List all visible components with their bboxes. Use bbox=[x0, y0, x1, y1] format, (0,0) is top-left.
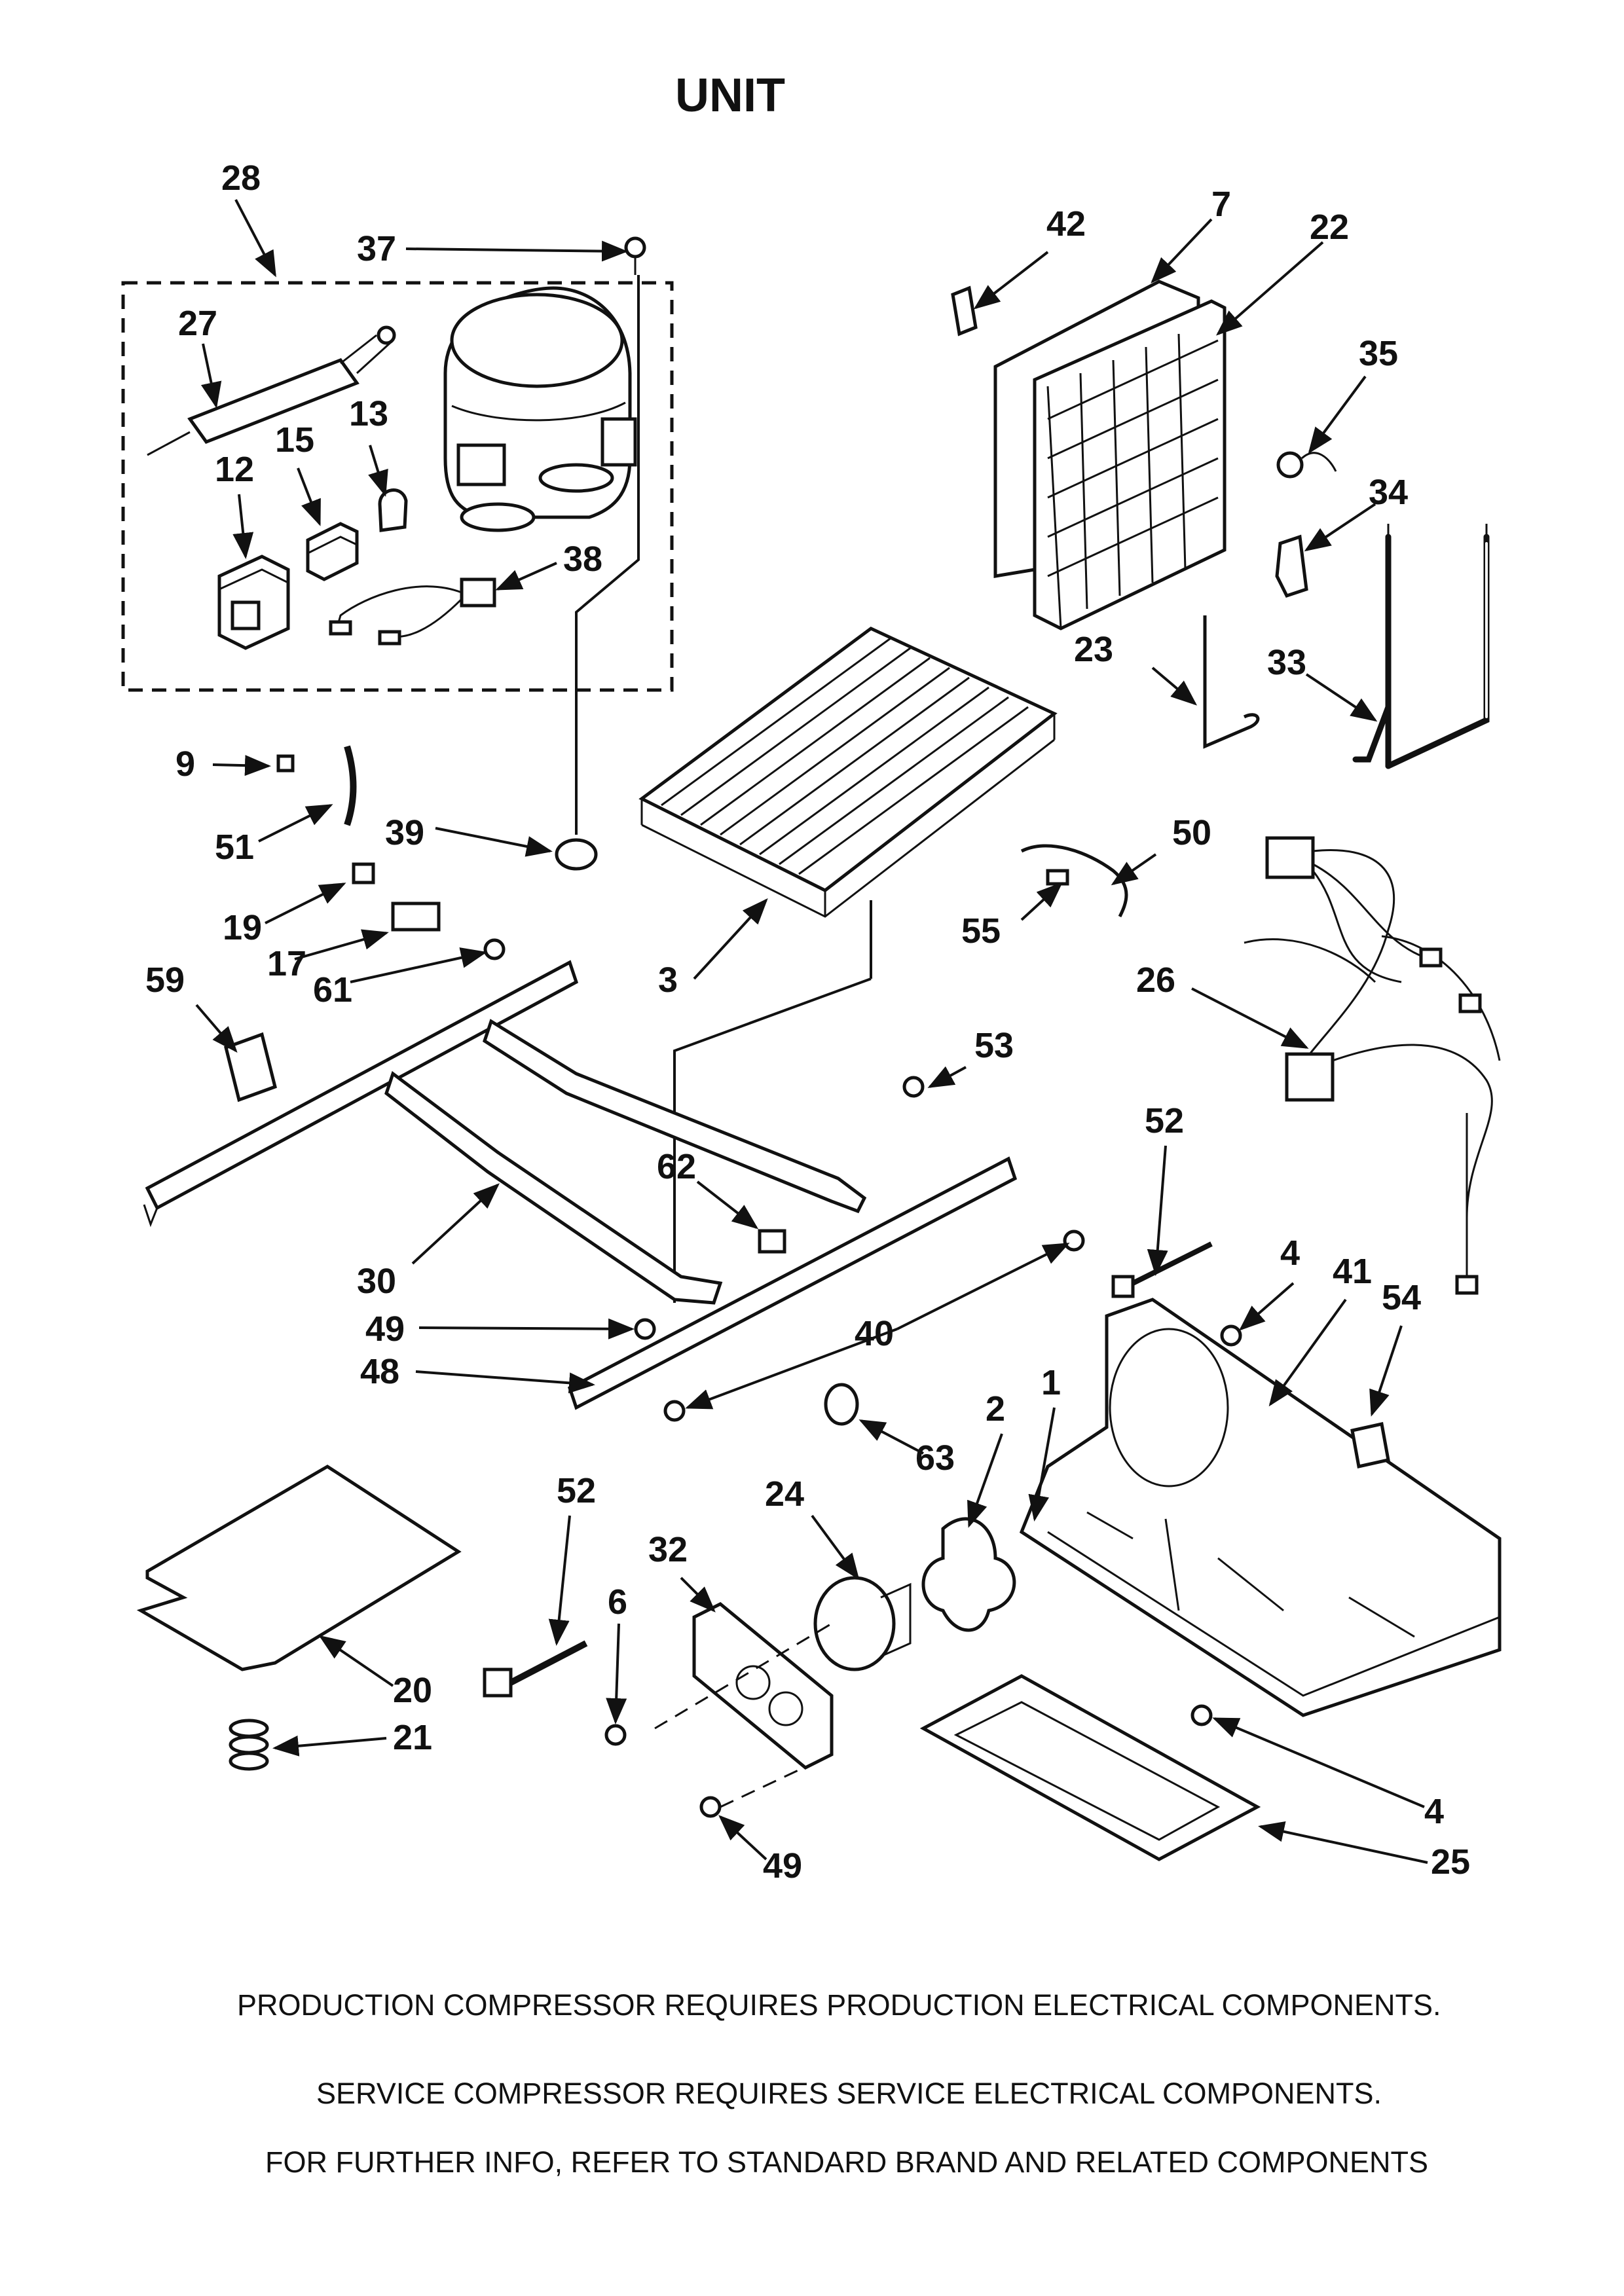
motor-bracket bbox=[692, 1602, 834, 1770]
callout-41: 41 bbox=[1333, 1252, 1372, 1291]
callout-2: 2 bbox=[986, 1389, 1005, 1429]
callout-32: 32 bbox=[648, 1530, 688, 1569]
note-further-info: FOR FURTHER INFO, REFER TO STANDARD BRAN… bbox=[265, 2145, 1428, 2179]
part-62 bbox=[758, 1229, 786, 1254]
diagram-title: UNIT bbox=[675, 69, 785, 122]
callout-20: 20 bbox=[393, 1671, 432, 1710]
callout-27: 27 bbox=[178, 304, 217, 343]
callout-51: 51 bbox=[215, 828, 254, 867]
screw-37 bbox=[624, 236, 646, 275]
part-17 bbox=[391, 902, 441, 932]
fan-blade bbox=[921, 1517, 1016, 1632]
compressor-kit-boundary bbox=[121, 281, 674, 692]
callout-1: 1 bbox=[1041, 1363, 1061, 1402]
callout-49-upper: 49 bbox=[365, 1309, 405, 1349]
callout-25: 25 bbox=[1431, 1842, 1470, 1882]
screw-40 bbox=[1063, 1230, 1085, 1252]
callout-35: 35 bbox=[1359, 334, 1398, 373]
compressor-wire-harness bbox=[329, 577, 496, 646]
overload-clip bbox=[378, 488, 408, 532]
condensate-pan bbox=[919, 1674, 1261, 1861]
callout-17: 17 bbox=[267, 944, 306, 983]
callout-38: 38 bbox=[563, 539, 602, 579]
evaporator-fan-motor bbox=[813, 1576, 912, 1671]
condenser-clip bbox=[951, 285, 978, 337]
screw-49-lower bbox=[699, 1796, 722, 1818]
callout-7: 7 bbox=[1211, 185, 1231, 224]
fan-bracket bbox=[1019, 1298, 1502, 1717]
callout-50: 50 bbox=[1172, 813, 1211, 852]
callout-63: 63 bbox=[915, 1438, 955, 1478]
callout-21: 21 bbox=[393, 1718, 432, 1757]
callout-3: 3 bbox=[658, 960, 678, 1000]
thermostat-clip bbox=[1275, 534, 1308, 598]
condenser-hanger bbox=[1203, 615, 1260, 749]
callout-34: 34 bbox=[1369, 473, 1408, 512]
callout-19: 19 bbox=[223, 908, 262, 947]
compressor bbox=[443, 286, 637, 532]
wire-50 bbox=[1020, 844, 1128, 918]
part-19 bbox=[352, 862, 375, 884]
callout-33: 33 bbox=[1267, 643, 1306, 682]
callout-30: 30 bbox=[357, 1262, 396, 1301]
callout-48: 48 bbox=[360, 1352, 399, 1391]
part-9 bbox=[276, 754, 295, 773]
clip-59 bbox=[224, 1032, 277, 1102]
note-production: PRODUCTION COMPRESSOR REQUIRES PRODUCTIO… bbox=[237, 1988, 1441, 2022]
tube-51 bbox=[344, 745, 357, 826]
screw-6 bbox=[604, 1724, 627, 1746]
callout-4-upper: 4 bbox=[1280, 1233, 1300, 1273]
callout-52-lower: 52 bbox=[557, 1471, 596, 1510]
fitting-63 bbox=[824, 1383, 859, 1426]
screw-55 bbox=[1046, 869, 1069, 886]
callout-15: 15 bbox=[275, 420, 314, 460]
callout-53: 53 bbox=[974, 1026, 1014, 1065]
overload-protector bbox=[306, 522, 359, 581]
filter-drier bbox=[147, 325, 396, 456]
callout-13: 13 bbox=[349, 394, 388, 433]
screw-48 bbox=[663, 1400, 686, 1422]
evaporator-coil bbox=[638, 627, 1058, 918]
grommet-39 bbox=[555, 838, 598, 871]
condenser-coil bbox=[993, 280, 1227, 630]
callout-42: 42 bbox=[1046, 204, 1086, 244]
callout-22: 22 bbox=[1310, 208, 1349, 247]
callout-49-lower: 49 bbox=[763, 1846, 802, 1886]
callout-39: 39 bbox=[385, 813, 424, 852]
leveling-spring bbox=[229, 1719, 269, 1771]
wire-nut-54 bbox=[1350, 1421, 1390, 1469]
screw-49 bbox=[634, 1318, 656, 1340]
callout-9: 9 bbox=[175, 744, 195, 784]
callout-55: 55 bbox=[961, 911, 1001, 951]
note-service: SERVICE COMPRESSOR REQUIRES SERVICE ELEC… bbox=[316, 2077, 1382, 2110]
callout-23: 23 bbox=[1074, 630, 1113, 669]
callout-4-lower: 4 bbox=[1424, 1792, 1444, 1831]
callout-26: 26 bbox=[1136, 960, 1175, 1000]
screw-4-lower bbox=[1190, 1704, 1213, 1726]
callout-28: 28 bbox=[221, 158, 261, 198]
callout-24: 24 bbox=[765, 1474, 804, 1514]
heater-tube bbox=[1352, 524, 1490, 769]
drain-pan-cover bbox=[136, 1465, 462, 1671]
defrost-thermostat bbox=[1276, 451, 1337, 479]
callout-52-upper: 52 bbox=[1145, 1101, 1184, 1140]
callout-37: 37 bbox=[357, 229, 396, 268]
callout-62: 62 bbox=[657, 1147, 696, 1186]
screw-53 bbox=[902, 1076, 925, 1098]
callout-59: 59 bbox=[145, 960, 185, 1000]
screw-4-top bbox=[1220, 1324, 1242, 1347]
callout-54: 54 bbox=[1382, 1278, 1421, 1317]
screw-61 bbox=[483, 938, 506, 960]
cable-tie bbox=[1111, 1241, 1213, 1298]
frame-rails bbox=[143, 960, 1018, 1410]
callout-6: 6 bbox=[608, 1582, 627, 1622]
relay bbox=[217, 555, 290, 650]
callout-61: 61 bbox=[313, 970, 352, 1010]
callout-40: 40 bbox=[855, 1314, 894, 1353]
callout-12: 12 bbox=[215, 450, 254, 489]
cable-tie-lower bbox=[483, 1640, 588, 1698]
main-wire-harness bbox=[1244, 836, 1501, 1295]
